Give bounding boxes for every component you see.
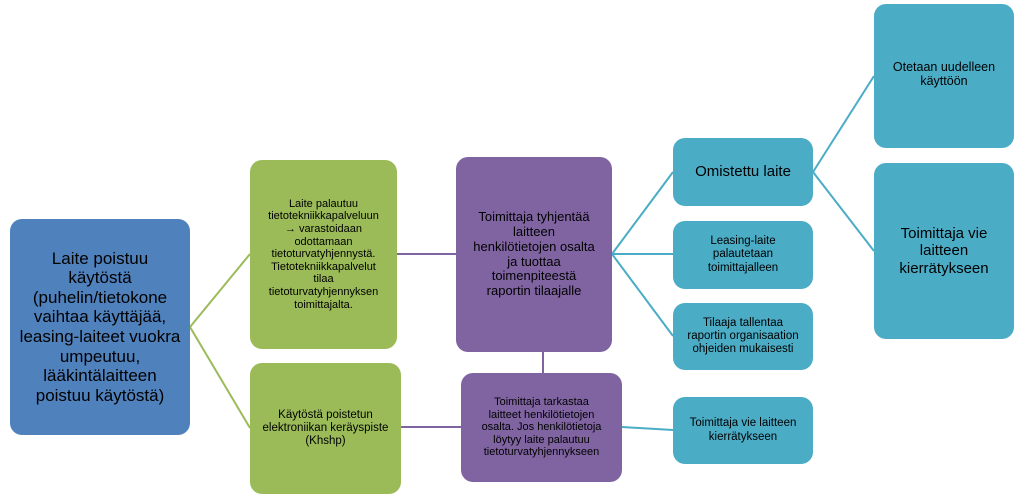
node-supplier-recycles-device: Toimittaja vie laitteen kierrätykseen [874,163,1014,339]
node-leasing-device-returned: Leasing-laite palautetaan toimittajallee… [673,221,813,289]
connector-erases-owned [611,171,674,255]
connector-owned-reused [812,75,875,173]
node-supplier-recycles-device-small: Toimittaja vie laitteen kierrätykseen [673,397,813,464]
connector-root-it-service [189,253,251,328]
node-supplier-checks-devices: Toimittaja tarkastaa laitteet henkilötie… [461,373,622,482]
node-owned-device: Omistettu laite [673,138,813,206]
connector-checks-recycle-small [621,426,674,431]
node-electronics-collection-point: Käytöstä poistetun elektroniikan keräysp… [250,363,401,494]
node-returned-to-it-service: Laite palautuu tietotekniikkapalveluun →… [250,160,397,349]
connector-owned-recycles [812,171,875,252]
node-reused: Otetaan uudelleen käyttöön [874,4,1014,148]
node-device-retired: Laite poistuu käytöstä (puhelin/tietokon… [10,219,190,435]
node-customer-stores-report: Tilaaja tallentaa raportin organisaation… [673,303,813,370]
connector-erases-customer [611,253,674,337]
connector-root-collection-point [189,326,251,429]
node-supplier-erases-device: Toimittaja tyhjentää laitteen henkilötie… [456,157,612,352]
